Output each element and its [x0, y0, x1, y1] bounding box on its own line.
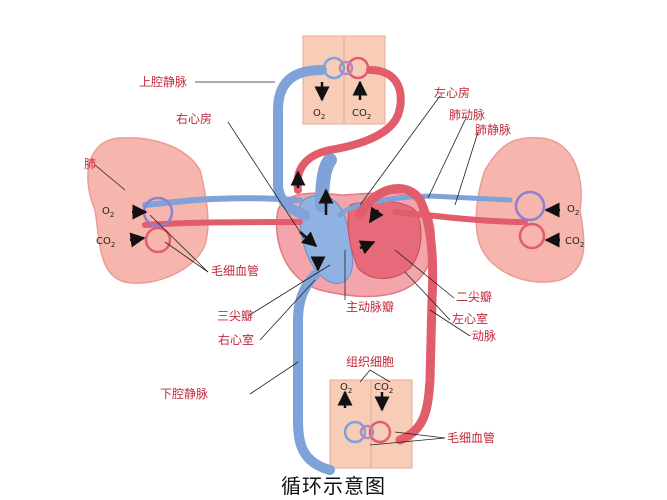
flow-arrows: [129, 80, 560, 412]
diagram-title: 循环示意图: [281, 474, 386, 498]
label-right-atrium: 右心房: [176, 112, 213, 126]
gas-co2-left-lung: CO2: [96, 236, 116, 249]
label-artery: 动脉: [472, 329, 497, 343]
label-lung: 肺: [84, 157, 97, 171]
gas-o2-left-lung: O2: [102, 206, 115, 219]
label-tricuspid-valve: 三尖瓣: [217, 309, 254, 323]
gas-o2-upper: O2: [313, 108, 326, 121]
left-lung: [87, 136, 209, 284]
gas-o2-right-lung: O2: [567, 204, 580, 217]
gas-o2-lower: O2: [340, 382, 353, 395]
label-pulmonary-artery: 肺动脉: [449, 108, 486, 122]
label-capillaries-lung: 毛细血管: [211, 264, 260, 278]
gas-co2-right-lung: CO2: [565, 236, 585, 249]
label-mitral-valve: 二尖瓣: [456, 290, 493, 304]
venous-vessels: [142, 65, 513, 475]
gas-co2-lower: CO2: [374, 382, 394, 395]
leader-lines: [94, 81, 479, 446]
arterial-vessels: [142, 66, 528, 445]
label-tissue-cells: 组织细胞: [346, 355, 395, 369]
label-capillaries-tissue: 毛细血管: [447, 431, 496, 445]
label-right-ventricle: 右心室: [218, 333, 255, 347]
label-pulmonary-vein: 肺静脉: [475, 123, 512, 137]
left-heart-chamber: [347, 200, 422, 279]
label-superior-vena-cava: 上腔静脉: [139, 75, 188, 89]
label-left-ventricle: 左心室: [452, 312, 489, 326]
upper-tissue-block: [302, 35, 386, 125]
label-left-atrium: 左心房: [434, 86, 471, 100]
label-inferior-vena-cava: 下腔静脉: [160, 387, 209, 401]
label-aortic-valve: 主动脉瓣: [346, 300, 395, 314]
gas-co2-upper: CO2: [352, 108, 372, 121]
